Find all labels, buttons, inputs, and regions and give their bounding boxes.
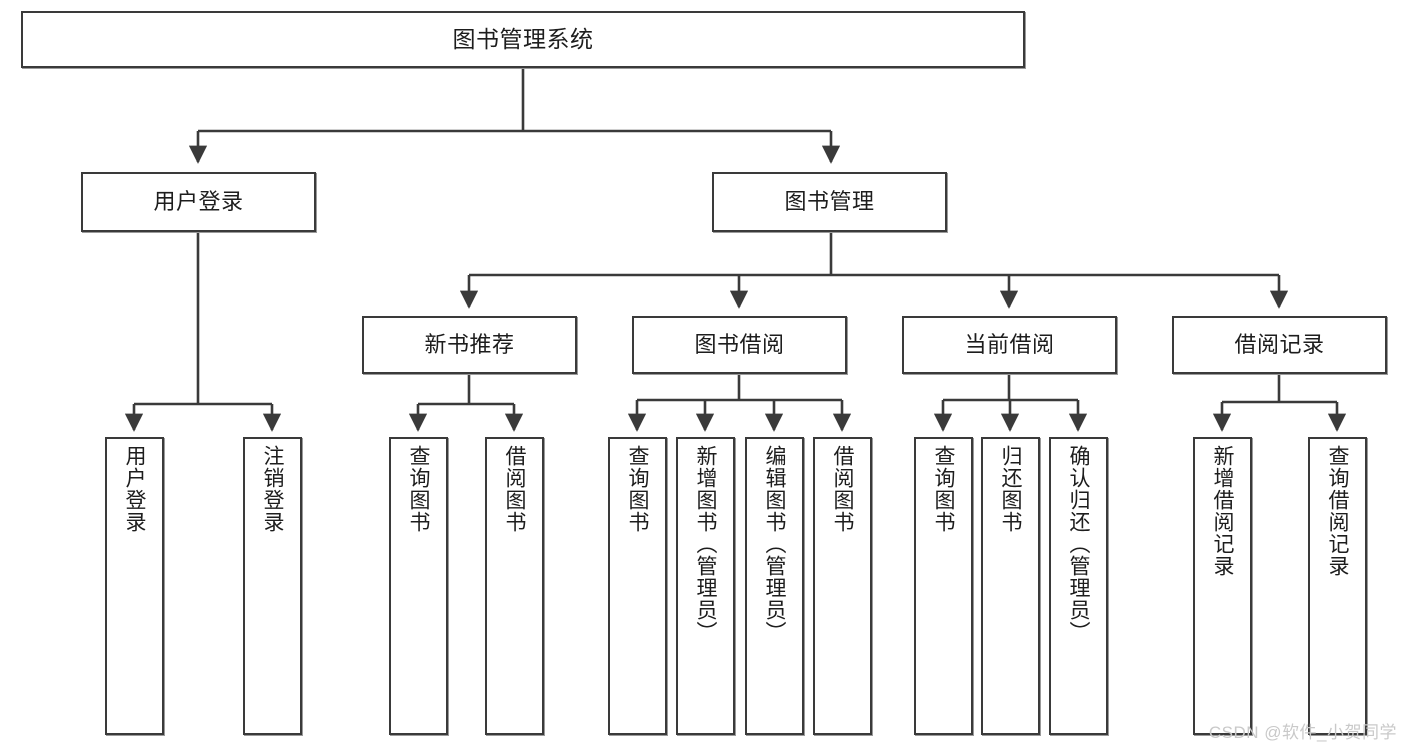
leaf-confirm-return[interactable]: 确认归还（管理员） bbox=[1049, 437, 1108, 735]
leaf-add-book[interactable]: 新增图书（管理员） bbox=[676, 437, 735, 735]
leaf-add-record[interactable]: 新增借阅记录 bbox=[1193, 437, 1252, 735]
leaf-borrow-book-2-label: 借阅图书 bbox=[831, 445, 854, 533]
leaf-query-book-1-label: 查询图书 bbox=[407, 445, 430, 533]
node-user-login[interactable]: 用户登录 bbox=[81, 172, 316, 232]
node-current-borrow-label: 当前借阅 bbox=[964, 332, 1055, 358]
node-current-borrow[interactable]: 当前借阅 bbox=[902, 316, 1117, 374]
leaf-add-record-label: 新增借阅记录 bbox=[1211, 445, 1234, 577]
leaf-borrow-book-1[interactable]: 借阅图书 bbox=[485, 437, 544, 735]
leaf-query-book-3[interactable]: 查询图书 bbox=[914, 437, 973, 735]
node-root-label: 图书管理系统 bbox=[452, 25, 594, 52]
leaf-borrow-book-2[interactable]: 借阅图书 bbox=[813, 437, 872, 735]
leaf-edit-book-label: 编辑图书（管理员） bbox=[763, 445, 786, 643]
leaf-logout[interactable]: 注销登录 bbox=[243, 437, 302, 735]
node-borrow-record-label: 借阅记录 bbox=[1234, 332, 1325, 358]
leaf-query-book-2-label: 查询图书 bbox=[626, 445, 649, 533]
leaf-confirm-return-label: 确认归还（管理员） bbox=[1067, 445, 1090, 643]
leaf-add-book-label: 新增图书（管理员） bbox=[694, 445, 717, 643]
leaf-logout-label: 注销登录 bbox=[261, 445, 284, 533]
node-book-borrow[interactable]: 图书借阅 bbox=[632, 316, 847, 374]
leaf-query-book-1[interactable]: 查询图书 bbox=[389, 437, 448, 735]
node-user-login-label: 用户登录 bbox=[153, 189, 244, 215]
leaf-return-book[interactable]: 归还图书 bbox=[981, 437, 1040, 735]
leaf-query-book-3-label: 查询图书 bbox=[932, 445, 955, 533]
node-root[interactable]: 图书管理系统 bbox=[21, 11, 1025, 68]
leaf-user-login[interactable]: 用户登录 bbox=[105, 437, 164, 735]
node-book-manage[interactable]: 图书管理 bbox=[712, 172, 947, 232]
leaf-query-record-label: 查询借阅记录 bbox=[1326, 445, 1349, 577]
leaf-query-record[interactable]: 查询借阅记录 bbox=[1308, 437, 1367, 735]
leaf-user-login-label: 用户登录 bbox=[123, 445, 146, 533]
node-book-manage-label: 图书管理 bbox=[784, 189, 875, 215]
leaf-edit-book[interactable]: 编辑图书（管理员） bbox=[745, 437, 804, 735]
watermark: CSDN @软件_小贺同学 bbox=[1208, 723, 1397, 742]
node-borrow-record[interactable]: 借阅记录 bbox=[1172, 316, 1387, 374]
node-new-book-rec[interactable]: 新书推荐 bbox=[362, 316, 577, 374]
leaf-borrow-book-1-label: 借阅图书 bbox=[503, 445, 526, 533]
node-new-book-rec-label: 新书推荐 bbox=[424, 332, 515, 358]
leaf-return-book-label: 归还图书 bbox=[999, 445, 1022, 533]
node-book-borrow-label: 图书借阅 bbox=[694, 332, 785, 358]
leaf-query-book-2[interactable]: 查询图书 bbox=[608, 437, 667, 735]
